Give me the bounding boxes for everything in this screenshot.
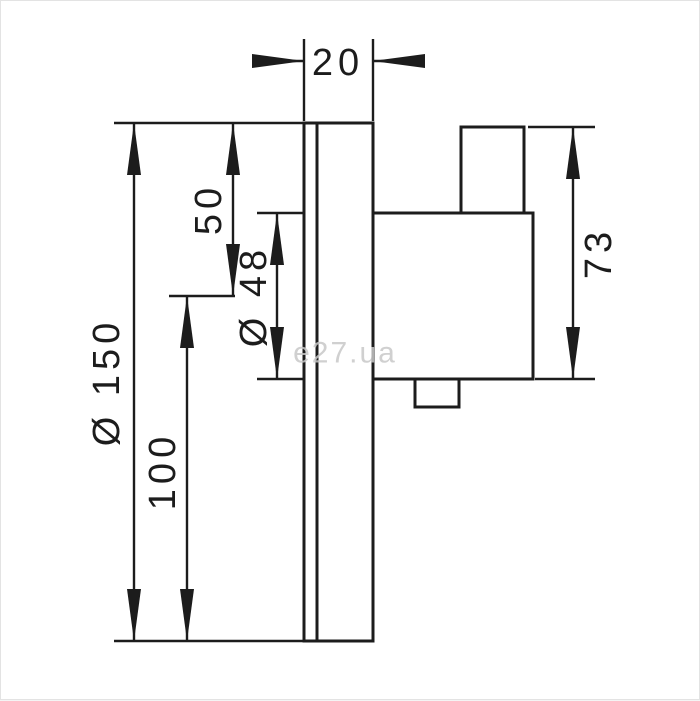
dimension-label-plate-height: Ø 150	[86, 318, 128, 447]
dimension-label-top-to-centre: 50	[188, 183, 230, 235]
dimension-label-centre-to-bottom: 100	[142, 432, 184, 510]
dimension-label-projection: 73	[578, 227, 620, 279]
dimension-labels-group: 20 Ø 150 50 Ø 48 100 73	[86, 42, 620, 510]
bottom-connector-tab	[413, 377, 461, 409]
dimension-handle-diameter	[257, 211, 304, 381]
dimension-centre-to-bottom	[169, 294, 235, 641]
dimension-plate-depth	[252, 39, 425, 121]
wall-plate-side-view	[302, 121, 375, 643]
valve-outline-group	[302, 121, 535, 643]
watermark: e27.ua	[293, 337, 397, 370]
dimension-plate-height	[114, 121, 304, 643]
dimension-projection	[528, 125, 595, 381]
dimension-label-handle-diameter: Ø 48	[233, 245, 275, 347]
dimension-label-plate-depth: 20	[312, 42, 364, 84]
dimensions-group	[114, 39, 595, 643]
handle	[459, 125, 526, 215]
valve-body	[371, 211, 535, 381]
